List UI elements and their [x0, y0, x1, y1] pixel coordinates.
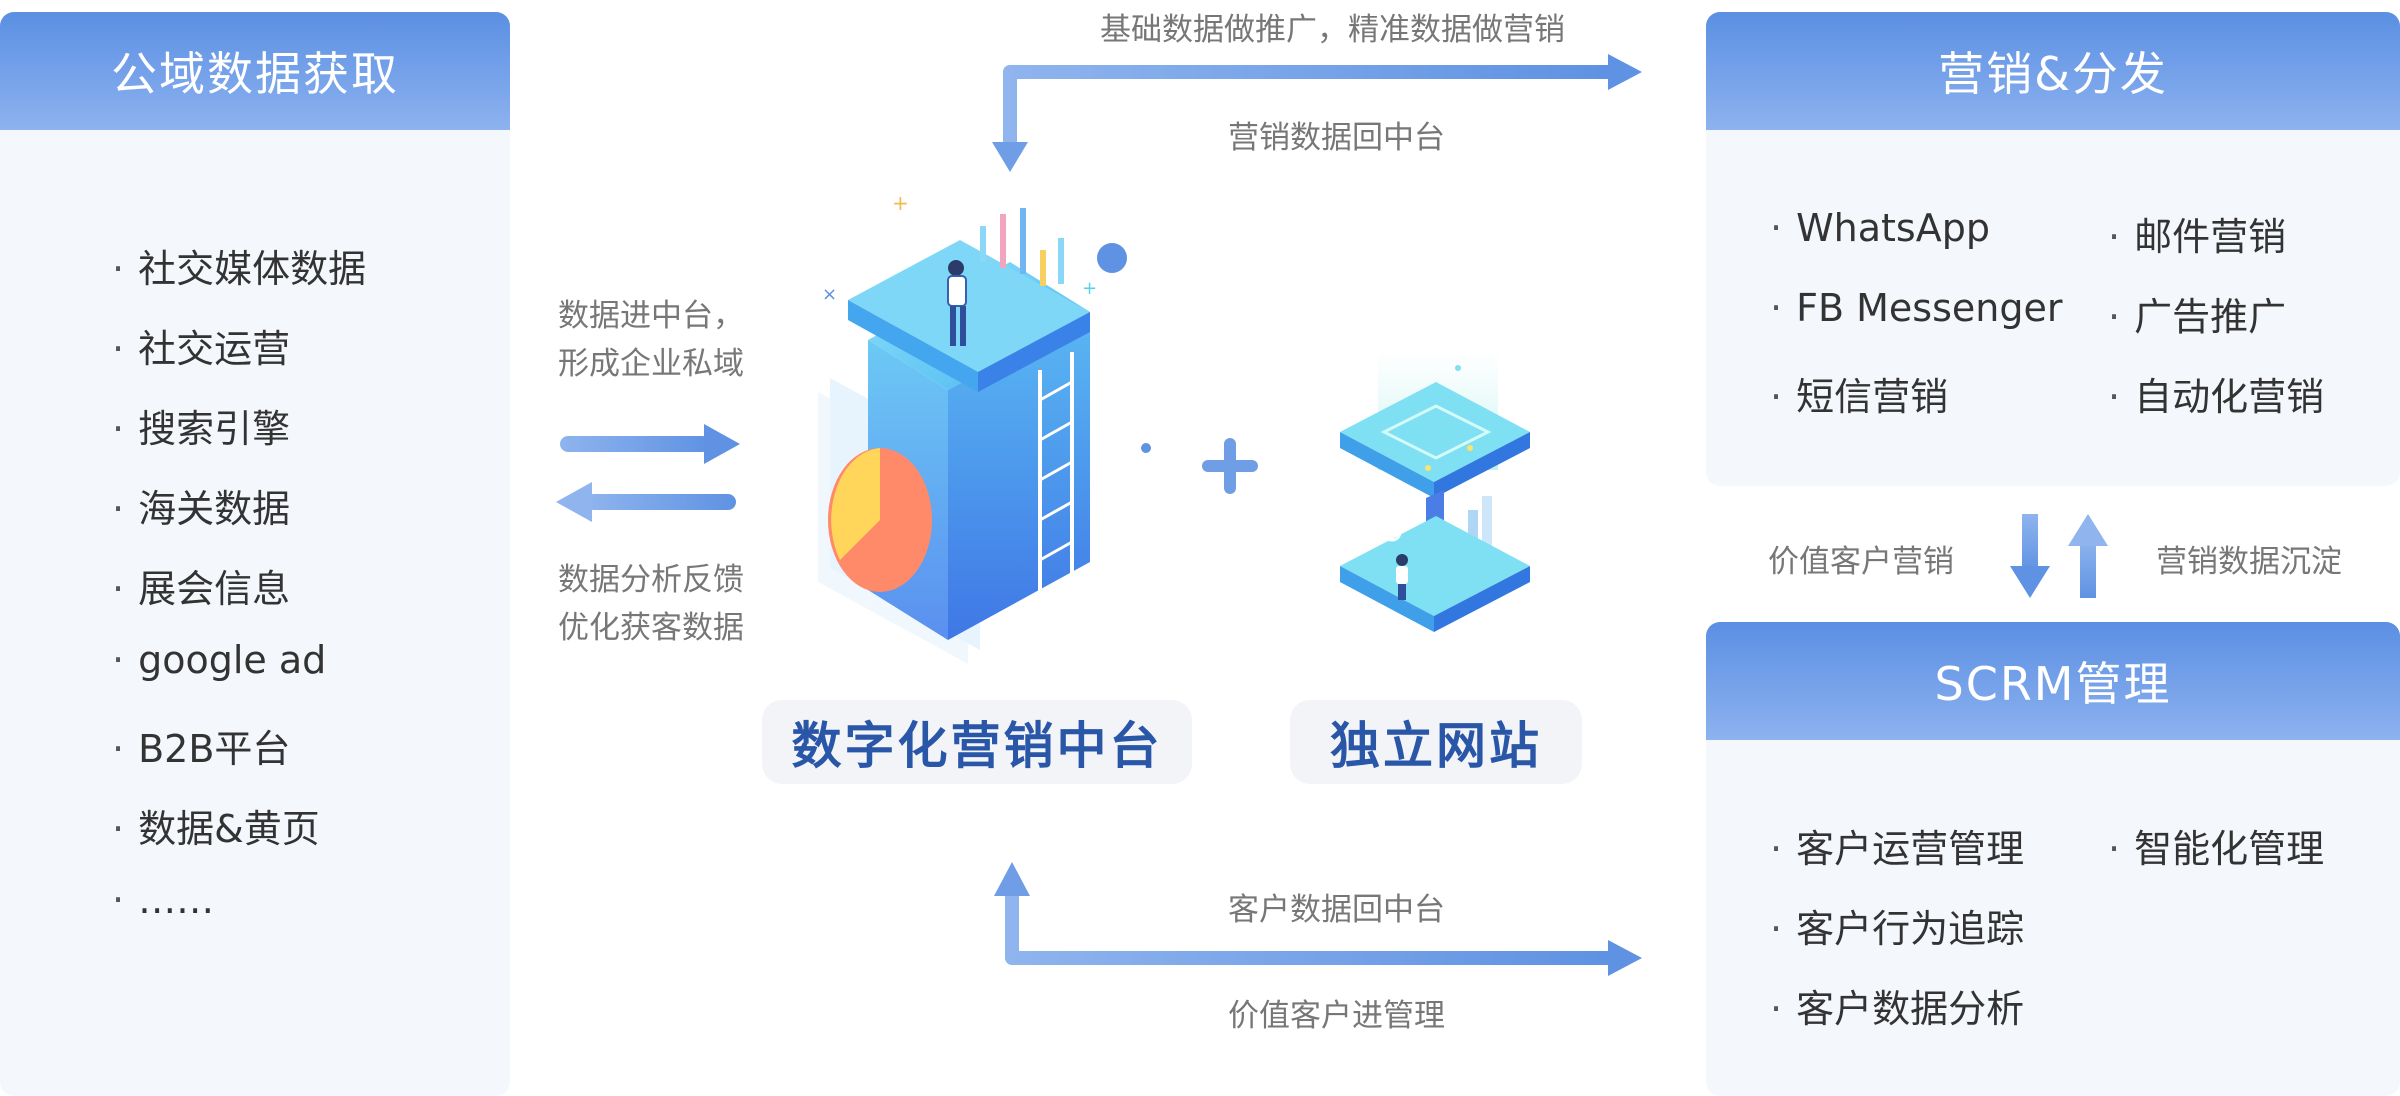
list-item: 客户运营管理	[1770, 818, 2024, 873]
marketing-panel: 营销&分发 WhatsApp FB Messenger 短信营销 邮件营销 广告…	[1706, 12, 2400, 486]
marketing-title: 营销&分发	[1706, 12, 2400, 130]
list-item: 数据&黄页	[112, 798, 320, 853]
scrm-panel: SCRM管理 客户运营管理 客户行为追踪 客户数据分析 智能化管理	[1706, 622, 2400, 1096]
left-left-arrow	[556, 482, 736, 522]
list-item: 展会信息	[112, 558, 290, 613]
up-arrow	[2068, 514, 2108, 598]
list-item: 搜索引擎	[112, 398, 290, 453]
digital-marketing-platform-card: 数字化营销中台	[762, 700, 1192, 784]
plus-icon	[1202, 438, 1258, 494]
flow-label-left-in-line2: 形成企业私域	[558, 346, 744, 382]
top-flow-arrow	[992, 54, 1642, 172]
public-data-title: 公域数据获取	[0, 12, 510, 130]
flow-label-top-back: 营销数据回中台	[1228, 120, 1445, 156]
list-item: 智能化管理	[2108, 818, 2324, 873]
list-item: B2B平台	[112, 718, 290, 773]
left-right-arrow	[560, 424, 740, 464]
svg-text:+: +	[1082, 278, 1097, 299]
independent-website-card: 独立网站	[1290, 700, 1582, 784]
flow-label-left-out-line1: 数据分析反馈	[558, 562, 744, 598]
platform-illustration: + × +	[818, 191, 1151, 664]
list-item: 广告推广	[2108, 286, 2286, 341]
svg-text:+: +	[892, 191, 909, 215]
list-item: 客户行为追踪	[1770, 898, 2024, 953]
flow-label-bottom-out: 价值客户进管理	[1228, 998, 1445, 1034]
list-item: ……	[112, 878, 214, 922]
flow-label-right-down: 价值客户营销	[1768, 544, 1954, 580]
down-arrow	[2010, 514, 2050, 598]
list-item: WhatsApp	[1770, 206, 1990, 250]
list-item: 客户数据分析	[1770, 978, 2024, 1033]
flow-label-top-out: 基础数据做推广，精准数据做营销	[1100, 12, 1565, 48]
list-item: 邮件营销	[2108, 206, 2286, 261]
flow-label-left-in: 数据进中台， 形成企业私域	[558, 292, 778, 388]
flow-label-left-in-line1: 数据进中台，	[558, 298, 744, 334]
list-item: 社交运营	[112, 318, 290, 373]
list-item: google ad	[112, 638, 326, 682]
public-data-panel: 公域数据获取 社交媒体数据 社交运营 搜索引擎 海关数据 展会信息 google…	[0, 12, 510, 1096]
bottom-flow-arrow	[994, 862, 1642, 976]
svg-text:×: ×	[822, 284, 837, 305]
flow-label-left-out: 数据分析反馈 优化获客数据	[558, 556, 778, 652]
flow-label-left-out-line2: 优化获客数据	[558, 610, 744, 646]
list-item: 短信营销	[1770, 366, 1948, 421]
flow-label-right-up: 营销数据沉淀	[2156, 544, 2342, 580]
list-item: 社交媒体数据	[112, 238, 366, 293]
list-item: 海关数据	[112, 478, 290, 533]
flow-label-bottom-back: 客户数据回中台	[1228, 892, 1445, 928]
scrm-title: SCRM管理	[1706, 622, 2400, 740]
list-item: 自动化营销	[2108, 366, 2324, 421]
website-illustration	[1340, 350, 1530, 632]
list-item: FB Messenger	[1770, 286, 2062, 330]
